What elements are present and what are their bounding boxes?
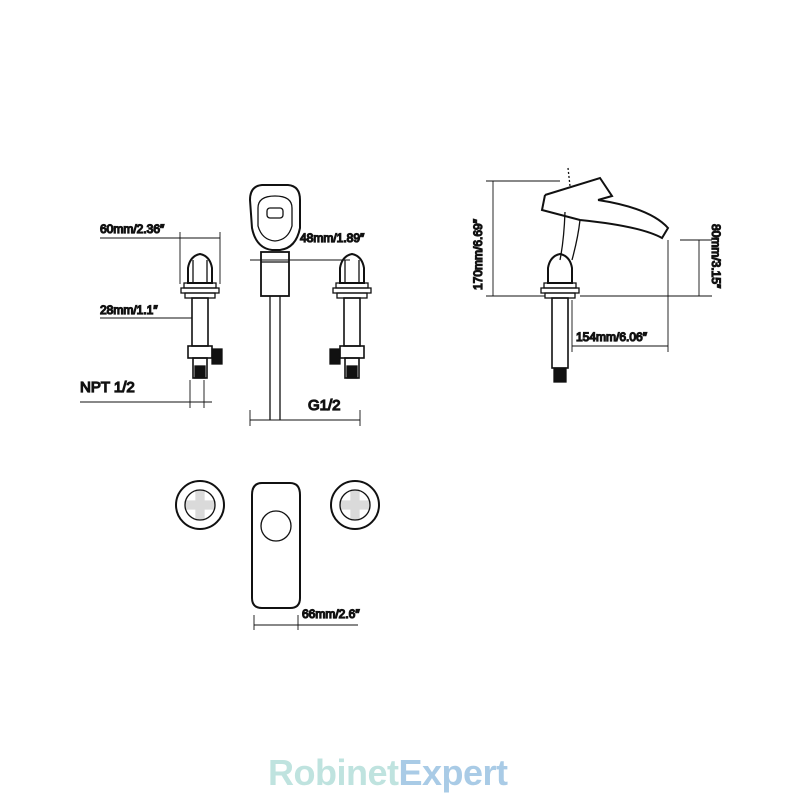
dim-lines-left [80,232,221,408]
label-spout-height: 80mm/3.15″ [709,224,723,289]
brand-part-2: Expert [398,752,508,793]
label-height-nipple: 28mm/1.1″ [100,303,158,317]
label-total-height: 170mm/6.69″ [471,218,485,290]
brand-part-1: Robinet [268,752,399,793]
label-g-thread: G1/2 [308,397,341,414]
side-view [540,167,670,383]
dim-lines-center [249,259,361,426]
label-base-width: 66mm/2.6″ [302,607,360,621]
label-spout-reach: 154mm/6.06″ [576,330,648,344]
left-valve [180,252,223,379]
label-center-offset: 48mm/1.89″ [300,231,365,245]
brand-logo: RobinetExpert [268,752,508,794]
label-npt: NPT 1/2 [80,379,135,396]
top-view [175,480,380,630]
label-width-body: 60mm/2.36″ [100,222,165,236]
dim-lines-side [486,180,712,352]
right-valve [329,252,372,379]
center-spout [248,184,301,420]
